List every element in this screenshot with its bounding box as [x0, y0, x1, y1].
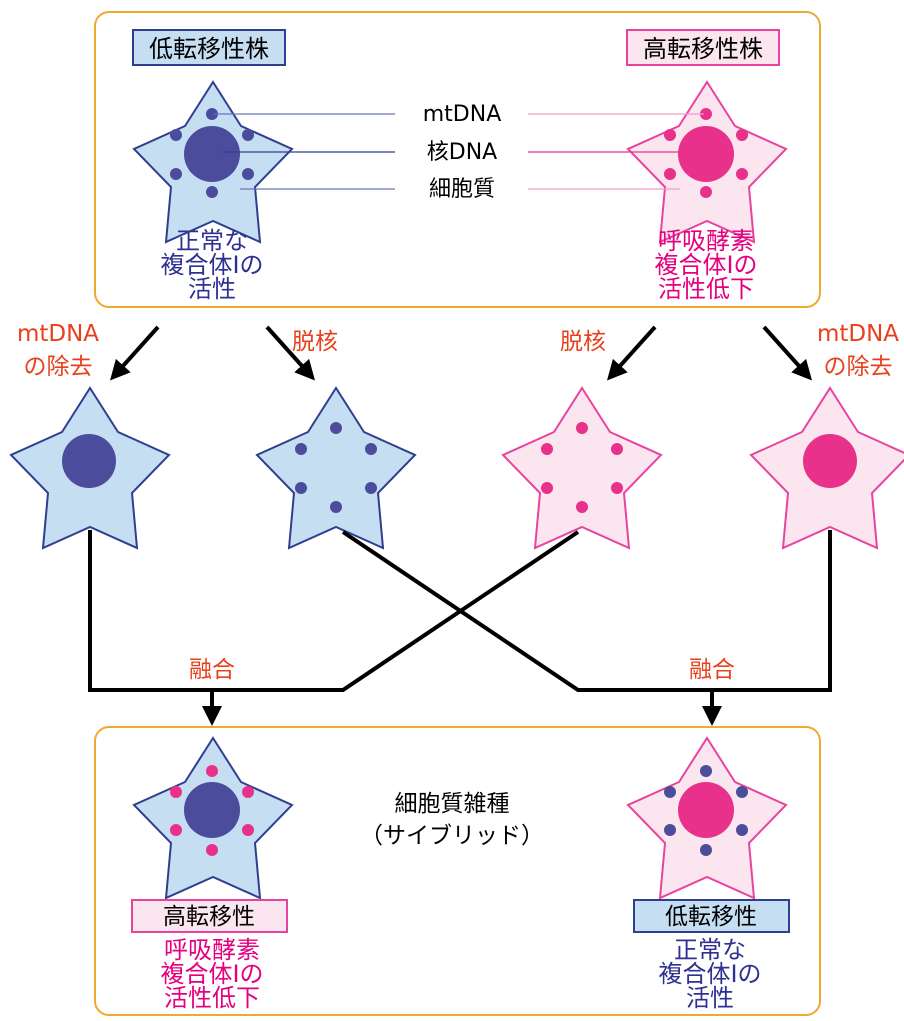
low-note-line-3: 活性 — [188, 275, 236, 303]
top-right-cell — [626, 80, 788, 244]
cybrid-title: 細胞質雑種 — [395, 791, 510, 817]
mtdna-dot — [611, 482, 623, 494]
mtdna-dot — [170, 129, 182, 141]
mtdna-dot — [664, 786, 676, 798]
high-metastatic-label-box — [626, 29, 780, 66]
mtdna-dot — [700, 765, 712, 777]
mtdna-dot — [576, 422, 588, 434]
top-panel — [94, 11, 821, 308]
rho0-cell-low — [9, 386, 171, 550]
cytoplast-low — [255, 386, 417, 550]
high-note-line-1: 呼吸酵素 — [658, 227, 754, 255]
cell-membrane — [501, 386, 663, 550]
mtdna-dot — [664, 824, 676, 836]
mtdna-dot — [700, 186, 712, 198]
mtdna-dot — [736, 168, 748, 180]
cybrid-high-note-3: 活性低下 — [164, 984, 260, 1012]
mtdna-dot — [576, 501, 588, 513]
cybrid-low-note-3: 活性 — [686, 984, 734, 1012]
step-enucleate-right: 脱核 — [560, 329, 606, 355]
fusion-label-left: 融合 — [189, 657, 235, 683]
step-remove-mtdna-right-2: の除去 — [824, 354, 893, 380]
mtdna-dot — [664, 168, 676, 180]
mtdna-dot — [736, 786, 748, 798]
mtdna-dot — [295, 443, 307, 455]
cell-membrane — [255, 386, 417, 550]
high-note-line-2: 複合体Iの — [654, 251, 757, 279]
step-remove-mtdna-left-1: mtDNA — [17, 321, 99, 347]
legend-mtdna: mtDNA — [423, 102, 502, 127]
mtdna-dot — [170, 824, 182, 836]
mtdna-dot — [664, 129, 676, 141]
nucleus — [803, 434, 857, 488]
connector-low-nucleus — [88, 530, 580, 692]
low-note-line-2: 複合体Iの — [160, 251, 263, 279]
cybrid-low-label-box — [633, 899, 790, 933]
mtdna-dot — [330, 422, 342, 434]
cybrid-subtitle: （サイブリッド） — [360, 823, 544, 849]
mtdna-dot — [700, 844, 712, 856]
mtdna-dot — [242, 168, 254, 180]
legend-cytoplasm: 細胞質 — [429, 177, 495, 202]
mtdna-dot — [242, 786, 254, 798]
step-remove-mtdna-right-1: mtDNA — [817, 321, 899, 347]
arrow-remove-mtdna-right — [762, 325, 813, 381]
step-remove-mtdna-left-2: の除去 — [24, 354, 93, 380]
bottom-panel — [94, 726, 821, 1016]
mtdna-dot — [242, 824, 254, 836]
nucleus — [678, 126, 734, 182]
cybrid-high-label-box — [131, 899, 288, 933]
mtdna-dot — [700, 108, 712, 120]
cybrid-low-note-2: 複合体Iの — [658, 960, 761, 988]
mtdna-dot — [365, 482, 377, 494]
nucleus — [184, 126, 240, 182]
high-note-line-3: 活性低下 — [658, 275, 754, 303]
nucleus — [678, 782, 734, 838]
cybrid-high-note-1: 呼吸酵素 — [164, 936, 260, 964]
cybrid-high-metastatic — [132, 736, 294, 900]
low-note-line-1: 正常な — [176, 227, 248, 255]
cybrid-low-metastatic — [626, 736, 788, 900]
arrow-remove-mtdna-left — [109, 325, 160, 381]
mtdna-dot — [736, 824, 748, 836]
mtdna-dot — [736, 129, 748, 141]
mtdna-dot — [330, 501, 342, 513]
mtdna-dot — [206, 186, 218, 198]
fusion-label-right: 融合 — [689, 657, 735, 683]
mtdna-dot — [541, 482, 553, 494]
nucleus — [62, 434, 116, 488]
step-enucleate-left: 脱核 — [292, 329, 338, 355]
top-left-cell — [132, 80, 294, 244]
mtdna-dot — [611, 443, 623, 455]
arrow-enucleate-left — [265, 325, 316, 381]
cybrid-low-label: 低転移性 — [665, 904, 757, 930]
cytoplast-high — [501, 386, 663, 550]
mtdna-dot — [170, 168, 182, 180]
mtdna-dot — [242, 129, 254, 141]
mtdna-dot — [295, 482, 307, 494]
mtdna-dot — [206, 844, 218, 856]
connector-high-nucleus — [341, 530, 832, 692]
mtdna-dot — [170, 786, 182, 798]
arrow-enucleate-right — [606, 325, 657, 381]
high-metastatic-label: 高転移性株 — [643, 35, 763, 63]
legend-nuclear-dna: 核DNA — [427, 140, 497, 165]
rho0-cell-high — [749, 386, 904, 550]
nucleus — [184, 782, 240, 838]
cybrid-low-note-1: 正常な — [674, 936, 746, 964]
cybrid-high-label: 高転移性 — [163, 904, 255, 930]
mtdna-dot — [206, 765, 218, 777]
mtdna-dot — [365, 443, 377, 455]
mtdna-dot — [541, 443, 553, 455]
cybrid-high-note-2: 複合体Iの — [160, 960, 263, 988]
mtdna-dot — [206, 108, 218, 120]
low-metastatic-label: 低転移性株 — [149, 35, 269, 63]
low-metastatic-label-box — [132, 29, 286, 66]
